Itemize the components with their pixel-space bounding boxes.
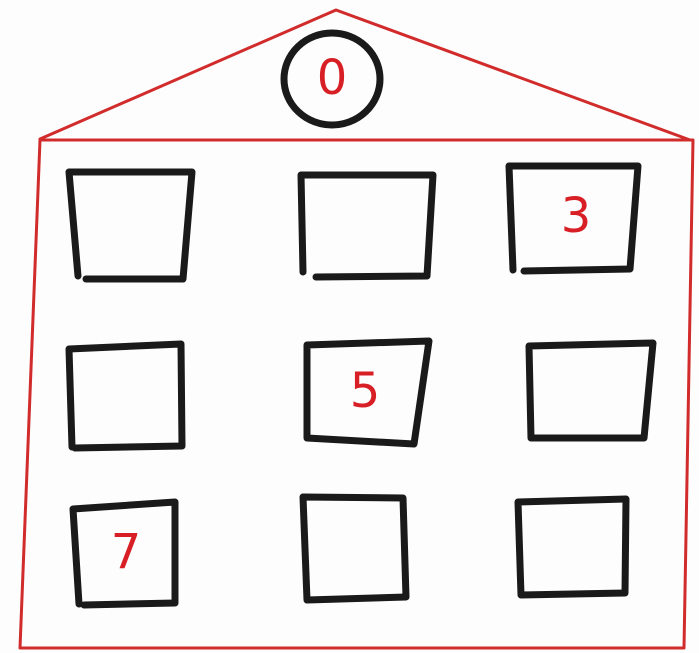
window-r1c2 [301,175,433,277]
roof-outline [40,10,690,140]
window-r3c2 [303,497,406,600]
window-label: 3 [561,188,592,244]
window-r2c3 [529,343,653,438]
window-label: 5 [350,363,381,419]
window-label: 7 [111,524,142,580]
window-r2c1 [69,344,182,448]
window-r3c3 [518,499,626,595]
roof-label: 0 [317,50,348,106]
window-r1c1 [69,172,192,279]
